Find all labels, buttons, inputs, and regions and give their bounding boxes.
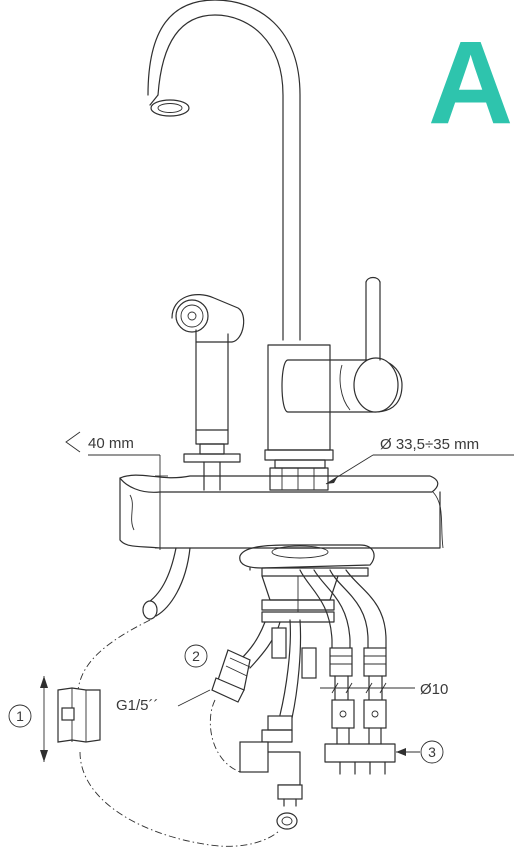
thread-label: G1/5´´ (116, 697, 159, 714)
hole-diameter-label: Ø 33,5÷35 mm (380, 436, 479, 453)
shank-and-nut (261, 575, 339, 623)
connector-block: 3 (324, 740, 444, 775)
fitting-2: 2 G1/5´´ (116, 644, 251, 714)
callout-2: 2 (192, 648, 200, 664)
thickness-label: 40 mm (88, 435, 134, 452)
callout-1: 1 (16, 708, 24, 724)
faucet-body (264, 276, 403, 491)
side-spray (171, 294, 245, 491)
spray-hose (239, 619, 317, 830)
mounting-plate (239, 544, 375, 577)
section-letter: A (428, 17, 513, 149)
hose-diameter-label: Ø10 (420, 681, 448, 698)
dashed-paths (77, 619, 281, 847)
countertop (119, 474, 444, 549)
flex-pipe (142, 547, 191, 620)
clip-1: 1 (8, 676, 101, 762)
hose-diameter-dimension: Ø10 (320, 681, 448, 698)
faucet-spout (147, 0, 301, 341)
callout-3: 3 (428, 744, 436, 760)
thickness-dimension: 40 mm (65, 431, 168, 550)
hole-dimension: Ø 33,5÷35 mm (325, 436, 514, 485)
